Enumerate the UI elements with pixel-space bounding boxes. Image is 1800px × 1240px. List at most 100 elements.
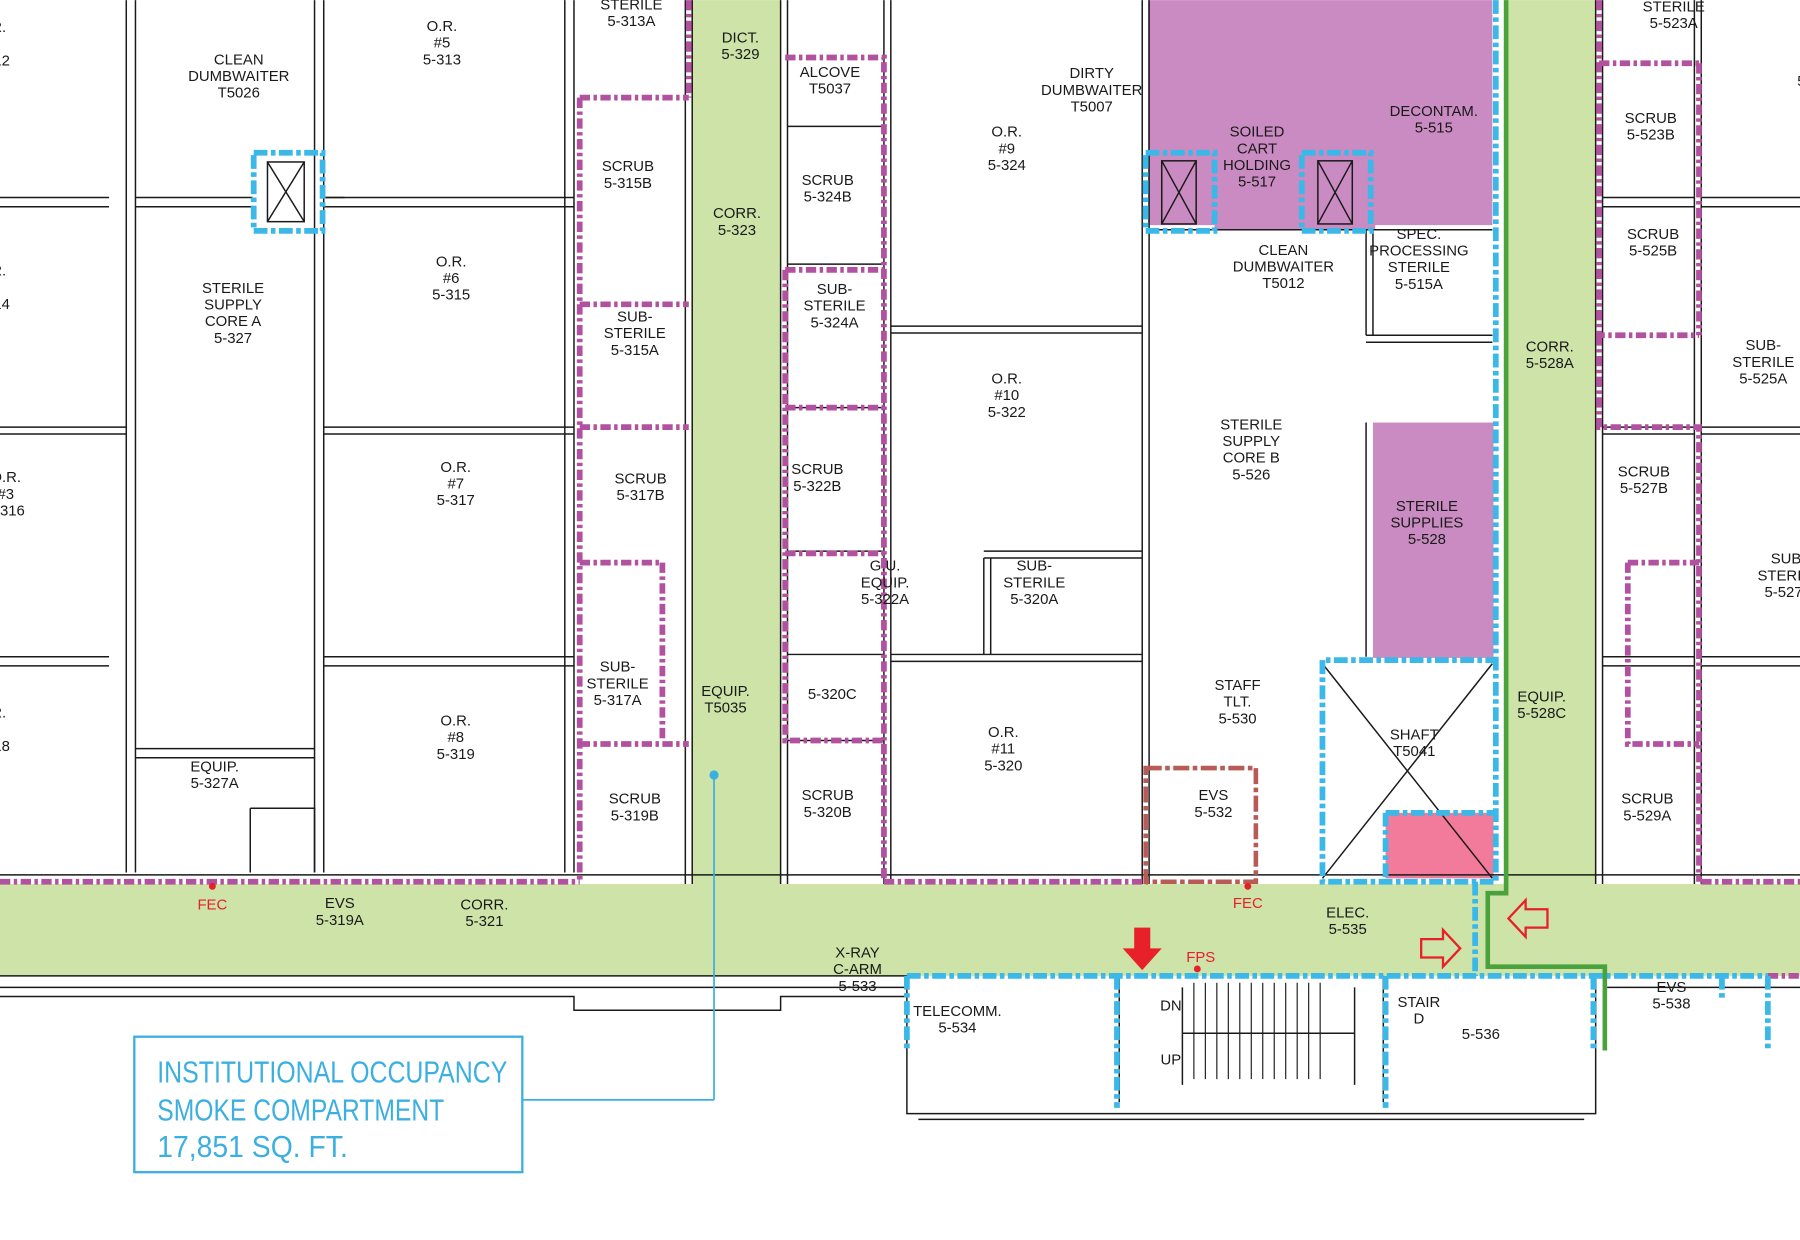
room-label-line: C-ARM bbox=[833, 961, 882, 978]
fec-label: FEC bbox=[1233, 895, 1263, 912]
room-label-line: 5-317B bbox=[617, 487, 665, 504]
room-label-line: DECONTAM. bbox=[1390, 103, 1478, 120]
corridor-5-528a bbox=[1503, 0, 1596, 887]
room-label-line: CORE A bbox=[205, 313, 261, 330]
fps-dot bbox=[1193, 965, 1201, 973]
room-label: EQUIP.T5035 bbox=[701, 683, 750, 717]
room-label-line: 5-525B bbox=[1629, 243, 1677, 260]
room-label-line: CLEAN bbox=[1259, 242, 1309, 259]
room-label: EQUIP.5-528C bbox=[1517, 689, 1566, 723]
room-labels: O.R.#15-312O.R.#25-314O.R.#35-316O.R.#45… bbox=[0, 0, 1800, 1068]
room-label-line: 5-319B bbox=[611, 807, 659, 824]
room-label-line: STERILE bbox=[600, 0, 662, 13]
room-label-line: 5-317A bbox=[594, 692, 642, 709]
room-label-line: SUB- bbox=[817, 281, 853, 298]
room-label-line: EVS bbox=[1657, 979, 1687, 996]
room-label-line: O.R. bbox=[0, 705, 6, 722]
room-label-line: 5-329 bbox=[721, 46, 759, 63]
room-label-line: 5-327 bbox=[214, 330, 252, 347]
room-label-line: SCRUB bbox=[802, 172, 854, 189]
room-label: DECONTAM.5-515 bbox=[1390, 103, 1478, 137]
room-label-line: 5-528 bbox=[1408, 531, 1446, 548]
room-label-line: EQUIP. bbox=[701, 683, 750, 700]
callout-line-2: SMOKE COMPARTMENT bbox=[157, 1093, 444, 1128]
room-label-line: O.R. bbox=[440, 713, 471, 730]
room-label-line: 5-533 bbox=[838, 978, 876, 995]
room-label-line: T5026 bbox=[218, 85, 260, 102]
room-label-line: 5-322B bbox=[793, 478, 841, 495]
room-label: O.R.#45-318 bbox=[0, 705, 10, 755]
room-label-line: STAIR bbox=[1397, 994, 1440, 1011]
room-label-line: CORE B bbox=[1223, 450, 1280, 467]
room-label: 5-5 bbox=[1797, 73, 1800, 90]
room-label-line: SCRUB bbox=[1627, 226, 1679, 243]
walls bbox=[0, 0, 1800, 1121]
room-label-line: EQUIP. bbox=[1517, 689, 1566, 706]
room-label-line: #10 bbox=[994, 387, 1019, 404]
room-label-line: 5-534 bbox=[938, 1020, 976, 1037]
room-label-line: ELEC. bbox=[1326, 904, 1369, 921]
room-label: 5-536 bbox=[1462, 1026, 1500, 1043]
room-label: ELEC.5-535 bbox=[1326, 904, 1369, 938]
room-label-line: HOLDING bbox=[1223, 157, 1291, 174]
room-label-line: 5-315A bbox=[611, 342, 659, 359]
room-label-line: T5012 bbox=[1262, 275, 1304, 292]
room-label-line: #3 bbox=[0, 486, 14, 503]
room-label-line: SUPPLIES bbox=[1390, 515, 1463, 532]
sterile-zone-5-515 bbox=[1147, 0, 1493, 230]
room-label-line: STERILE bbox=[803, 298, 865, 315]
room-label-line: 5-5 bbox=[1797, 73, 1800, 90]
room-label-line: STERILE bbox=[1220, 416, 1282, 433]
room-label-line: SCRUB bbox=[1625, 110, 1677, 127]
room-label-line: STERILE bbox=[1388, 259, 1450, 276]
room-label-line: CORR. bbox=[713, 205, 761, 222]
stair-treads bbox=[1193, 982, 1321, 1080]
room-label: 5-320C bbox=[808, 686, 857, 703]
room-label-line: SUPPLY bbox=[204, 296, 262, 313]
room-label-line: T5007 bbox=[1071, 98, 1113, 115]
room-label-line: STERILE bbox=[202, 280, 264, 297]
corridors bbox=[0, 0, 1800, 976]
room-label-line: O.R. bbox=[991, 371, 1022, 388]
room-label: O.R.#25-314 bbox=[0, 263, 10, 313]
room-label-line: SCRUB bbox=[614, 470, 666, 487]
room-label-line: 5-527A bbox=[1764, 584, 1800, 601]
exit-arrow-left-icon bbox=[1506, 897, 1549, 940]
callout-line-1: INSTITUTIONAL OCCUPANCY bbox=[157, 1055, 507, 1090]
room-label-line: T5035 bbox=[704, 699, 746, 716]
room-label-line: TELECOMM. bbox=[913, 1003, 1002, 1020]
room-label-line: SUB- bbox=[617, 309, 653, 326]
room-label-line: CART bbox=[1237, 140, 1277, 157]
room-label-line: O.R. bbox=[440, 459, 471, 476]
room-label-line: CORR. bbox=[460, 896, 508, 913]
room-label-line: 5-515 bbox=[1415, 120, 1453, 137]
room-label-line: T5037 bbox=[809, 81, 851, 98]
room-label-line: UP bbox=[1161, 1051, 1182, 1068]
callout-leader bbox=[522, 770, 719, 1101]
room-label-line: SCRUB bbox=[609, 791, 661, 808]
room-label-line: 5-315 bbox=[432, 287, 470, 304]
room-label-line: 5-315B bbox=[604, 175, 652, 192]
room-label-line: SPEC. bbox=[1397, 226, 1442, 243]
room-label-line: 5-532 bbox=[1194, 804, 1232, 821]
room-label-line: 5-535 bbox=[1329, 921, 1367, 938]
room-label-line: 5-320A bbox=[1010, 591, 1058, 608]
room-label-line: 5-322 bbox=[988, 404, 1026, 421]
